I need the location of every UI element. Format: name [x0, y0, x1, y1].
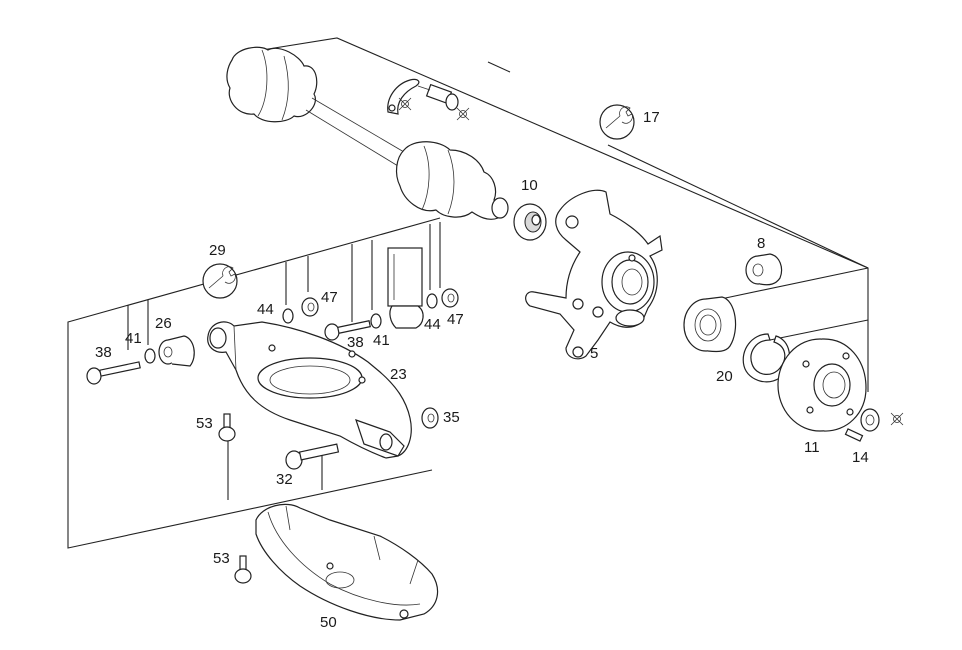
label-part-32: 32: [276, 471, 293, 488]
label-part-26: 26: [155, 315, 172, 332]
label-part-11: 11: [804, 439, 820, 456]
bolt-part-32: [285, 443, 340, 470]
label-part-50: 50: [320, 614, 337, 631]
wrench-icon: [599, 104, 635, 140]
nut-part-47-left: [301, 297, 319, 317]
clamp-bolt: [387, 78, 459, 115]
label-part-20: 20: [716, 368, 733, 385]
label-part-14: 14: [852, 449, 869, 466]
grease-fitting-part-53-lower: [234, 555, 252, 584]
drive-shaft: [226, 46, 509, 220]
bushing-part-8: [745, 253, 783, 286]
no-reuse-symbol-icon: [398, 97, 412, 111]
label-part-35: 35: [443, 409, 460, 426]
no-reuse-symbol-icon: [456, 107, 470, 121]
cover-part-50: [255, 503, 439, 621]
label-part-8: 8: [757, 235, 765, 252]
shock-mount: [387, 247, 424, 329]
frame-lines: [67, 37, 869, 549]
washer-part-44-right: [426, 293, 438, 309]
label-part-5: 5: [590, 345, 598, 362]
no-reuse-symbol-icon: [890, 412, 904, 426]
washer-part-41-left: [144, 348, 156, 364]
bushing-part-10: [513, 203, 547, 241]
nut-part-35: [421, 407, 439, 429]
wheel-hub-part-11: [777, 338, 867, 432]
label-part-44-right: 44: [424, 316, 441, 333]
nut-part-47-right: [441, 288, 459, 308]
label-part-53-upper: 53: [196, 415, 213, 432]
label-part-47-left: 47: [321, 289, 338, 306]
axle-nut: [860, 408, 880, 432]
label-part-41-left: 41: [125, 330, 142, 347]
grease-fitting-part-53-upper: [218, 413, 236, 442]
wheel-stud-part-14: [844, 428, 864, 442]
control-arm-part-23: [207, 321, 412, 459]
washer-part-44-left: [282, 308, 294, 324]
label-part-17: 17: [643, 109, 660, 126]
part-labels: 5 8 10 11 14 17 20 23 26 29 32 35 38 38 …: [95, 109, 869, 631]
wrench-icon: [202, 263, 238, 299]
label-part-38-right: 38: [347, 334, 364, 351]
label-part-53-lower: 53: [213, 550, 230, 567]
washer-part-41-right: [370, 313, 382, 329]
bolt-part-38-left: [86, 361, 141, 385]
bushing-part-26: [158, 335, 195, 367]
wheel-bearing-part-20: [683, 296, 737, 353]
label-part-38-left: 38: [95, 344, 112, 361]
label-part-41-right: 41: [373, 332, 390, 349]
label-part-10: 10: [521, 177, 538, 194]
label-part-23: 23: [390, 366, 407, 383]
label-part-47-right: 47: [447, 311, 464, 328]
label-part-29: 29: [209, 242, 226, 259]
label-part-44-left: 44: [257, 301, 274, 318]
steering-knuckle-part-5: [525, 189, 663, 360]
bolt-part-38-right: [324, 320, 371, 341]
